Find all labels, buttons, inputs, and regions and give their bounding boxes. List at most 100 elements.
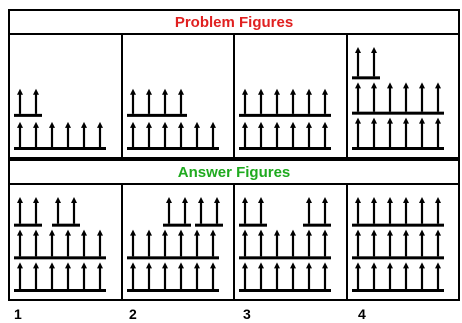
shelf-line [14,113,42,117]
shelf-line [194,223,223,227]
arrow-icon [418,262,425,289]
shelf-line [126,147,219,150]
arrow-icon [258,121,264,147]
arrow-icon [402,197,409,224]
arrow-icon [161,262,168,289]
arrow-icon [418,229,425,257]
arrow-icon [370,117,377,147]
problem-figure-3-drawing [239,88,331,150]
answer-figure-2[interactable] [123,185,235,299]
answer-figures-title: Answer Figures [8,159,460,185]
arrow-icon [177,88,184,114]
arrow-icon [145,121,152,147]
shelf-line [126,113,187,117]
arrow-icon [258,229,264,257]
shelf-line [14,223,42,227]
arrow-icon [386,82,393,112]
arrow-icon [209,262,216,289]
answer-figure-4-drawing [351,197,444,292]
answer-figure-1[interactable] [10,185,123,299]
arrow-icon [145,262,152,289]
arrow-icon [354,262,361,289]
arrow-icon [354,197,361,224]
arrow-icon [386,117,393,147]
arrow-icon [161,121,168,147]
arrow-icon [258,197,264,224]
answer-figure-3-drawing [239,197,331,292]
arrow-icon [386,262,393,289]
arrow-icon [65,121,71,147]
problem-figure-1 [10,35,123,157]
shelf-line [239,289,331,292]
arrow-icon [402,117,409,147]
problem-figure-2 [123,35,235,157]
shelf-line [239,147,331,150]
arrow-icon [209,229,216,257]
shelf-line [351,111,444,115]
arrow-icon [354,117,361,147]
arrow-icon [322,121,328,147]
arrow-icon [418,117,425,147]
answer-figures-row [8,185,460,301]
arrow-icon [402,82,409,112]
arrow-icon [290,121,296,147]
arrow-icon [370,262,377,289]
problem-figure-2-drawing [126,88,219,150]
problem-figures-title: Problem Figures [8,9,460,35]
arrow-icon [290,229,296,257]
arrow-icon [17,197,23,224]
arrow-icon [81,229,87,257]
arrow-icon [306,121,312,147]
arrow-icon [33,262,39,289]
shelf-line [126,256,219,260]
arrow-icon [129,262,136,289]
problem-figures-row [8,35,460,159]
answer-figure-4[interactable] [348,185,459,299]
arrow-icon [33,197,39,224]
arrow-icon [145,88,152,114]
arrow-icon [290,262,296,289]
arrow-icon [306,197,312,224]
arrow-icon [177,262,184,289]
arrow-icon [197,197,204,224]
arrow-icon [97,262,103,289]
arrow-icon [258,88,264,114]
problem-figure-4 [348,35,459,157]
arrow-icon [258,262,264,289]
shelf-line [126,289,219,292]
arrow-icon [306,88,312,114]
arrow-icon [65,229,71,257]
arrow-icon [193,229,200,257]
shelf-line [14,256,106,260]
arrow-icon [402,229,409,257]
shelf-line [239,256,331,260]
arrow-icon [17,121,23,147]
arrow-icon [242,229,248,257]
arrow-icon [370,229,377,257]
arrow-icon [386,197,393,224]
arrow-icon [193,121,200,147]
arrow-icon [242,88,248,114]
arrow-icon [55,197,61,224]
answer-figure-3[interactable] [235,185,348,299]
arrow-icon [386,229,393,257]
arrow-icon [434,82,441,112]
problem-figure-4-drawing [351,47,444,150]
arrow-icon [129,121,136,147]
shelf-line [239,113,331,117]
arrow-icon [242,121,248,147]
arrow-icon [129,229,136,257]
arrow-icon [97,121,103,147]
shelf-line [351,256,444,260]
arrow-icon [322,229,328,257]
shelf-line [351,289,444,292]
arrow-icon [165,197,172,224]
arrow-icon [242,262,248,289]
arrow-icon [402,262,409,289]
arrow-icon [177,229,184,257]
answer-figure-2-drawing [126,197,223,292]
arrow-icon [33,229,39,257]
shelf-line [351,223,444,227]
problem-figure-3 [235,35,348,157]
option-label-3: 3 [243,306,251,322]
